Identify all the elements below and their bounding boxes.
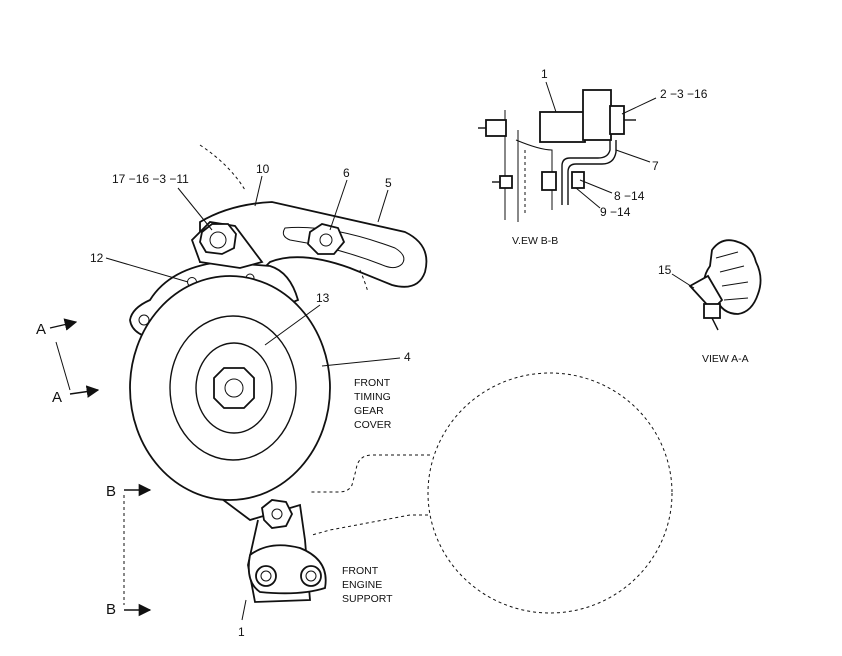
section-a-marker bbox=[49, 318, 100, 398]
view-aa-label: VIEW A-A bbox=[702, 353, 749, 365]
front-timing-gear-cover-line2: TIMING bbox=[354, 391, 391, 403]
section-b-upper: B bbox=[106, 483, 116, 500]
callout-4: 4 bbox=[404, 350, 411, 364]
callout-9-14: 9 −14 bbox=[600, 205, 631, 219]
section-a-lower: A bbox=[52, 389, 62, 406]
view-aa-detail bbox=[671, 239, 762, 331]
front-engine-support-line1: FRONT bbox=[342, 565, 379, 577]
callout-8-14: 8 −14 bbox=[614, 189, 645, 203]
front-timing-gear-cover-line3: GEAR bbox=[354, 405, 384, 417]
section-b-lower: B bbox=[106, 601, 116, 618]
pivot-bolt bbox=[190, 221, 264, 269]
callout-2-3-16: 2 −3 −16 bbox=[660, 87, 708, 101]
callout-6: 6 bbox=[343, 166, 350, 180]
callout-13: 13 bbox=[316, 291, 330, 305]
front-engine-support-line2: ENGINE bbox=[342, 579, 382, 591]
front-timing-gear-cover-line4: COVER bbox=[354, 419, 392, 431]
front-timing-gear-cover-line1: FRONT bbox=[354, 377, 391, 389]
callout-17-16-3-11: 17 −16 −3 −11 bbox=[112, 172, 189, 186]
callout-10: 10 bbox=[256, 162, 270, 176]
support-bolts bbox=[241, 499, 327, 621]
callout-5: 5 bbox=[385, 176, 392, 190]
section-b-marker bbox=[123, 483, 152, 617]
view-bb-label: V.EW B-B bbox=[512, 235, 558, 247]
callout-1-bottom: 1 bbox=[238, 625, 245, 639]
front-timing-gear-cover-outline bbox=[310, 372, 673, 614]
leader-lines-main bbox=[105, 175, 401, 367]
section-a-upper: A bbox=[36, 321, 46, 338]
view-bb-detail bbox=[478, 81, 657, 222]
callout-12: 12 bbox=[90, 251, 104, 265]
adjusting-bolt bbox=[307, 223, 346, 255]
front-engine-support-line3: SUPPORT bbox=[342, 593, 393, 605]
callout-15: 15 bbox=[658, 263, 672, 277]
callout-7: 7 bbox=[652, 159, 659, 173]
callout-1-top: 1 bbox=[541, 67, 548, 81]
